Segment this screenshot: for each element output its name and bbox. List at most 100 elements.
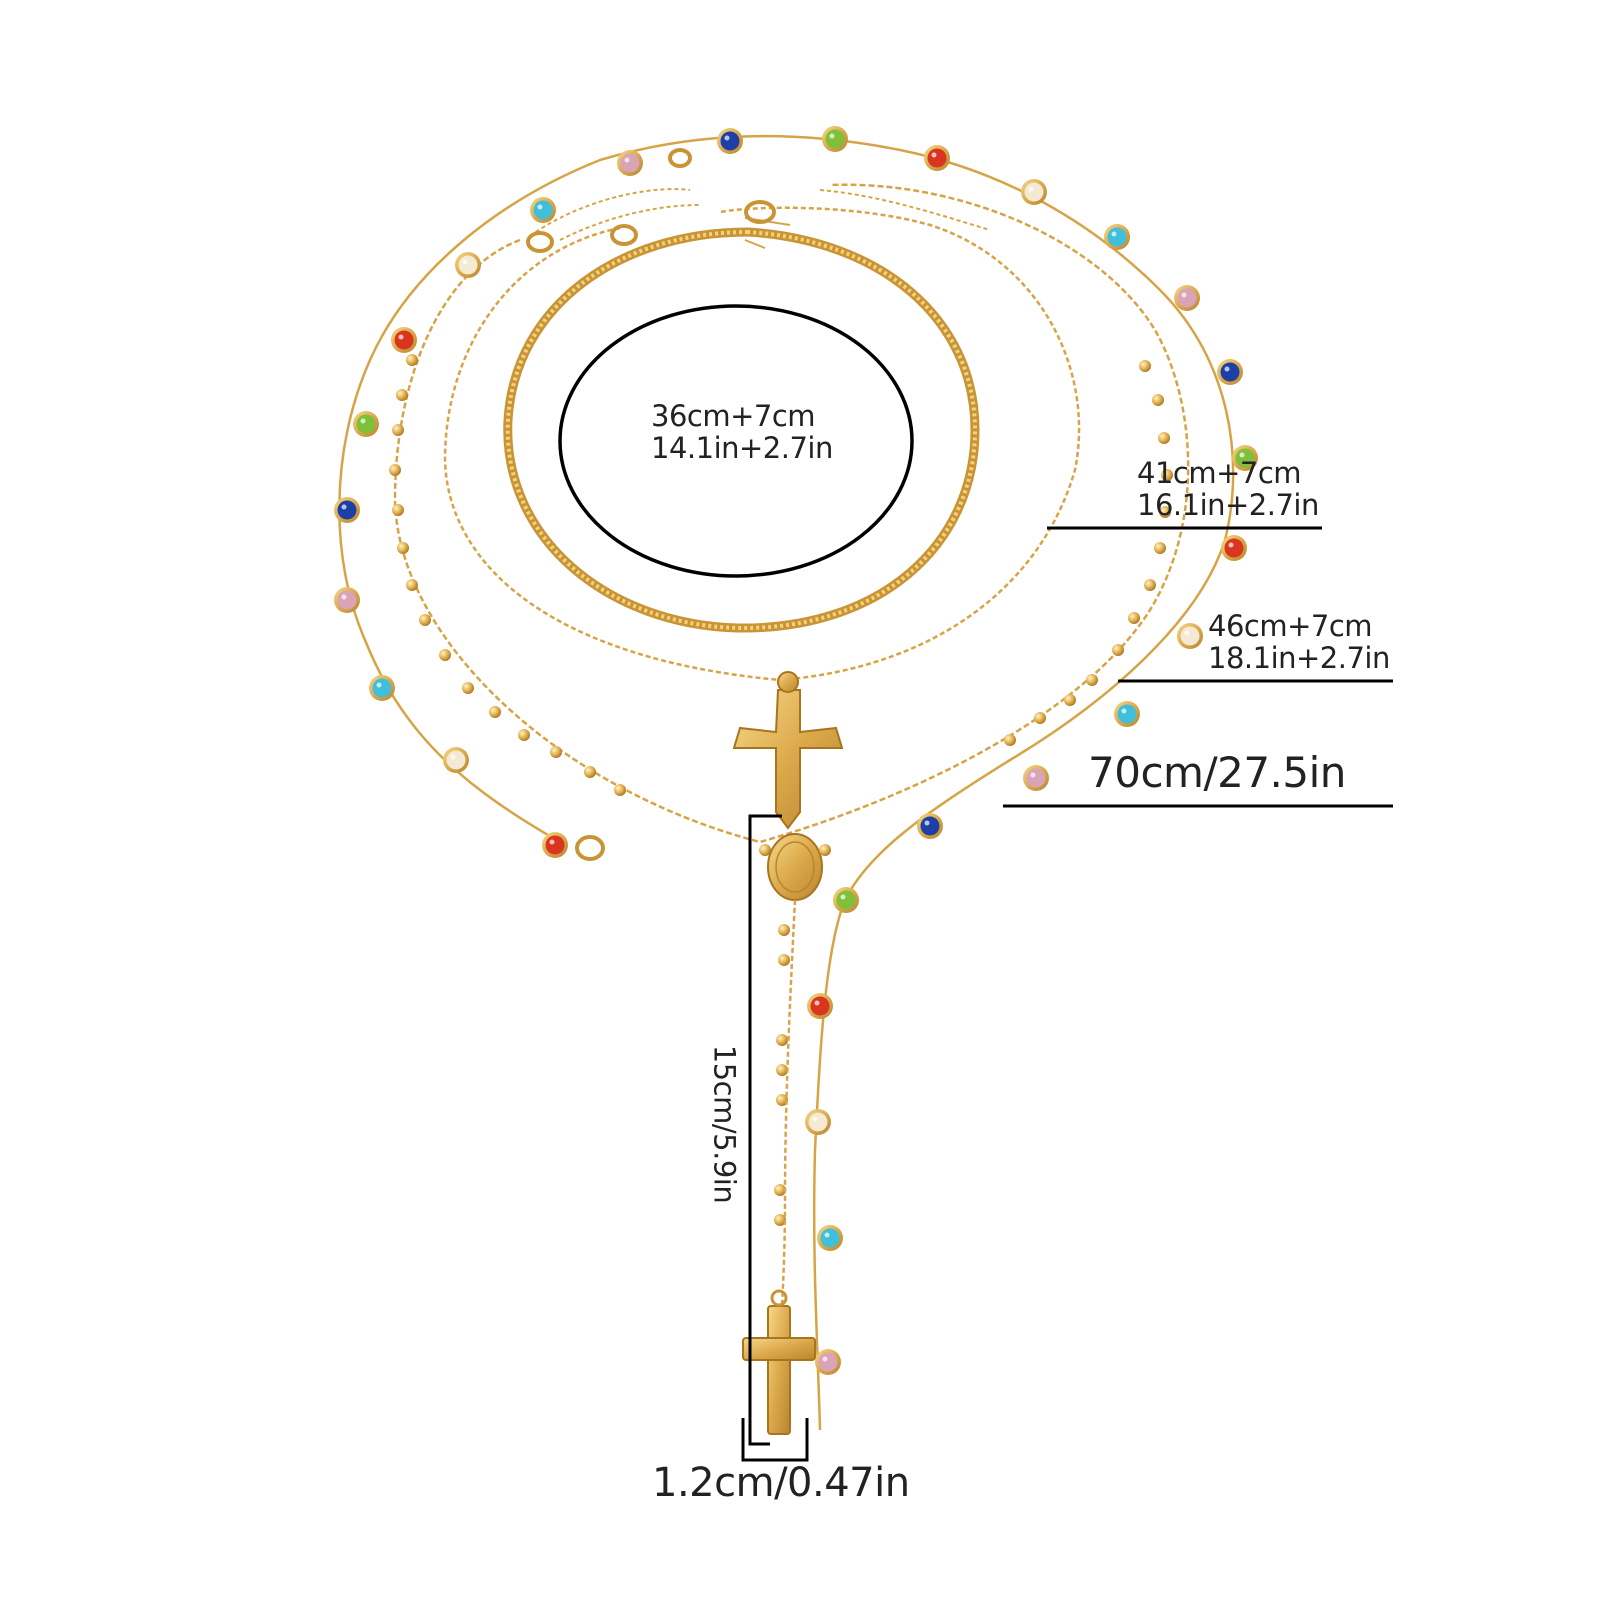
- gold-bead: [584, 766, 596, 778]
- crucifix-pendant: [732, 671, 844, 830]
- crystal-stone: [620, 153, 640, 173]
- dimension-label-cross-width: 1.2cm/0.47in: [652, 1463, 910, 1503]
- crystal-stone: [820, 1228, 840, 1248]
- crystal-glint: [1224, 366, 1230, 372]
- gold-bead: [397, 542, 409, 554]
- crystal-stone: [720, 131, 740, 151]
- gold-beads: [389, 354, 1173, 1226]
- gold-bead: [778, 924, 790, 936]
- crystal-stations: [334, 126, 1258, 1375]
- gold-bead: [392, 424, 404, 436]
- gold-bead: [1144, 579, 1156, 591]
- dimension-41cm-imperial: 16.1in+2.7in: [1137, 488, 1319, 522]
- crystal-stone: [927, 148, 947, 168]
- gold-bead: [389, 464, 401, 476]
- crystal-glint: [450, 754, 456, 760]
- crystal-stone: [356, 414, 376, 434]
- gold-bead: [1139, 360, 1151, 372]
- crystal-glint: [341, 594, 347, 600]
- extension-chains: [529, 188, 991, 241]
- crystal-glint: [812, 1116, 818, 1122]
- gold-bead: [1128, 612, 1140, 624]
- gold-bead: [1161, 469, 1173, 481]
- dimension-label-46cm: 46cm+7cm 18.1in+2.7in: [1208, 612, 1390, 673]
- crystal-glint: [624, 157, 630, 163]
- width-bracket: [741, 1418, 809, 1462]
- crystal-stone: [1220, 362, 1240, 382]
- gold-bead: [439, 649, 451, 661]
- dimension-46cm-metric: 46cm+7cm: [1208, 609, 1373, 643]
- gold-bead: [419, 614, 431, 626]
- gold-bead: [550, 746, 562, 758]
- gold-bead: [1152, 394, 1164, 406]
- crystal-stone: [337, 500, 357, 520]
- gold-bead: [1004, 734, 1016, 746]
- crystal-stone: [920, 816, 940, 836]
- dimension-label-36cm: 36cm+7cm 14.1in+2.7in: [651, 402, 833, 463]
- crystal-glint: [1030, 772, 1036, 778]
- crystal-glint: [1184, 630, 1190, 636]
- necklace-46cm-rosary-chain: [393, 183, 1190, 844]
- crystal-stone: [1107, 227, 1127, 247]
- crystal-stone: [810, 996, 830, 1016]
- dimension-label-41cm: 41cm+7cm 16.1in+2.7in: [1137, 459, 1319, 520]
- gold-bead: [1034, 712, 1046, 724]
- crystal-stone: [1117, 704, 1137, 724]
- drop-bracket: [748, 814, 782, 1446]
- crystal-glint: [462, 259, 468, 265]
- gold-bead: [774, 1184, 786, 1196]
- crystal-glint: [376, 682, 382, 688]
- gold-bead: [1112, 644, 1124, 656]
- gold-bead: [614, 784, 626, 796]
- crystal-stone: [394, 330, 414, 350]
- gold-bead: [396, 389, 408, 401]
- gold-bead: [774, 1214, 786, 1226]
- crystal-stone: [1026, 768, 1046, 788]
- dimension-41cm-metric: 41cm+7cm: [1137, 456, 1302, 490]
- gold-bead: [778, 954, 790, 966]
- necklace-36cm-curb-chain: [503, 227, 980, 633]
- necklace-70cm-crystal-chain: [338, 134, 1235, 1431]
- gold-bead: [462, 682, 474, 694]
- gold-bead: [1154, 542, 1166, 554]
- crystal-glint: [1028, 186, 1034, 192]
- crystal-stone: [818, 1352, 838, 1372]
- crystal-glint: [341, 504, 347, 510]
- gold-bead: [489, 706, 501, 718]
- gold-bead: [1064, 694, 1076, 706]
- inner-size-circle: [558, 304, 914, 578]
- crystal-glint: [924, 820, 930, 826]
- crystal-glint: [549, 839, 555, 845]
- rosary-drop-chain: [780, 899, 797, 1311]
- crystal-stone: [533, 200, 553, 220]
- plain-cross-pendant: [742, 1289, 816, 1435]
- crystal-stone: [372, 678, 392, 698]
- crystal-glint: [840, 894, 846, 900]
- crystal-stone: [458, 255, 478, 275]
- crystal-glint: [1111, 231, 1117, 237]
- gold-bead: [776, 1094, 788, 1106]
- dimension-label-pendant-drop: 15cm/5.9in: [707, 1044, 742, 1204]
- dimension-36cm-metric: 36cm+7cm: [651, 399, 816, 433]
- crystal-stone: [1224, 538, 1244, 558]
- crystal-glint: [398, 334, 404, 340]
- crystal-stone: [545, 835, 565, 855]
- dimension-lines: [741, 526, 1393, 1462]
- crystal-glint: [724, 135, 730, 141]
- crystal-glint: [537, 204, 543, 210]
- crystal-glint: [824, 1232, 830, 1238]
- gold-bead: [1086, 674, 1098, 686]
- gold-bead: [518, 729, 530, 741]
- crystal-glint: [1181, 292, 1187, 298]
- crystal-glint: [822, 1356, 828, 1362]
- lobster-clasps: [526, 148, 776, 861]
- gold-bead: [1158, 432, 1170, 444]
- medal-pendant: [759, 833, 831, 901]
- dimension-70cm: 70cm/27.5in: [1088, 748, 1346, 797]
- dimension-label-70cm: 70cm/27.5in: [1088, 752, 1346, 794]
- dimension-46cm-imperial: 18.1in+2.7in: [1208, 641, 1390, 675]
- crystal-glint: [829, 133, 835, 139]
- dimension-15cm: 15cm/5.9in: [707, 1044, 742, 1204]
- crystal-stone: [1024, 182, 1044, 202]
- gold-bead: [406, 579, 418, 591]
